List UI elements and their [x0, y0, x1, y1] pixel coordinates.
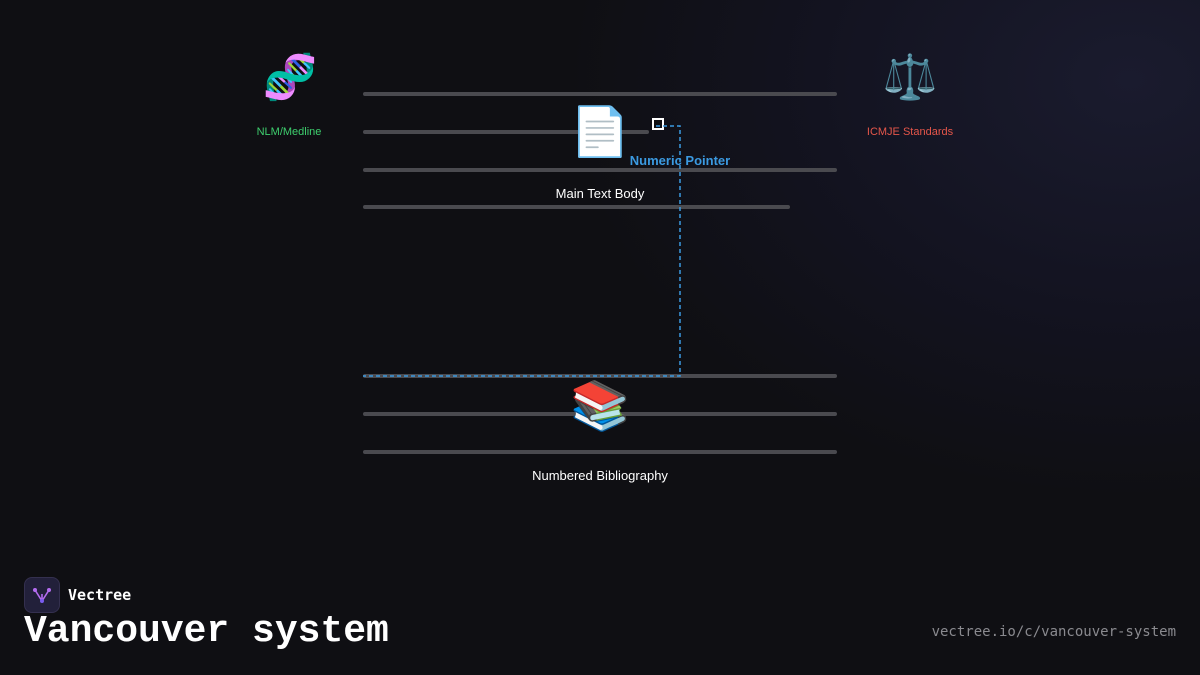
text-line-3 — [363, 168, 837, 172]
brand[interactable]: Vectree — [24, 577, 131, 613]
icmje-standards-label: ICMJE Standards — [866, 126, 954, 138]
bib-line-3 — [363, 450, 837, 454]
books-icon: 📚 — [570, 378, 630, 434]
dna-icon: 🧬 — [262, 52, 318, 103]
main-text-body-label: Main Text Body — [555, 186, 645, 201]
numbered-bibliography-label: Numbered Bibliography — [532, 468, 668, 483]
text-line-4 — [363, 205, 790, 209]
text-line-1 — [363, 92, 837, 96]
numeric-pointer-marker — [652, 118, 664, 130]
brand-name: Vectree — [68, 586, 132, 604]
document-icon: 📄 — [570, 104, 630, 160]
page-url[interactable]: vectree.io/c/vancouver-system — [931, 624, 1176, 640]
page-title: Vancouver system — [24, 610, 389, 653]
nlm-medline-label: NLM/Medline — [256, 126, 322, 138]
text-line-2 — [363, 130, 649, 134]
vectree-logo-icon — [24, 577, 60, 613]
scales-icon: ⚖️ — [882, 52, 938, 103]
bib-line-2 — [363, 412, 837, 416]
